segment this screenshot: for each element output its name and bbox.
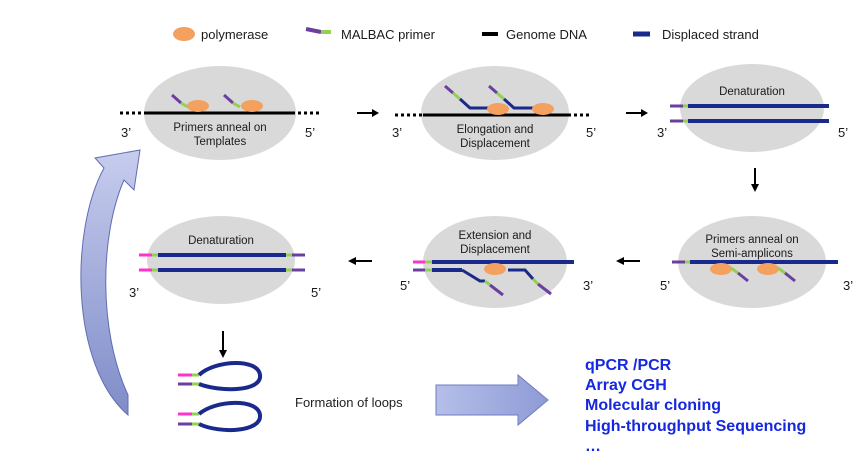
- step-2: Elongation and Displacement 3’ 5’: [392, 66, 596, 160]
- polymerase: [757, 263, 779, 275]
- flow-arrow-left: [348, 257, 372, 265]
- step-6: Denaturation 3’ 5’: [129, 216, 321, 304]
- step-2-label-line2: Displacement: [460, 138, 530, 150]
- end-label-right: 5’: [586, 125, 596, 140]
- end-label-right: 5’: [305, 125, 315, 140]
- step-6-oval: [147, 216, 295, 304]
- application-ellipsis: …: [585, 438, 601, 453]
- polymerase: [532, 103, 554, 115]
- step-3-title: Denaturation: [719, 86, 785, 98]
- applications-list: qPCR /PCR Array CGH Molecular cloning Hi…: [585, 357, 806, 453]
- primer-1: [171, 93, 189, 109]
- legend-primer-label: MALBAC primer: [341, 27, 436, 42]
- step-1-label-line2: Templates: [194, 136, 247, 148]
- flow-arrow-down: [219, 331, 227, 358]
- displaced-strand-1: [461, 268, 504, 297]
- primer-3: [730, 266, 749, 283]
- cycle-return-arrow: [80, 149, 141, 417]
- step-3: Denaturation 3’ 5’: [657, 64, 848, 152]
- primer-2: [223, 93, 241, 109]
- end-label-left: 3’: [392, 125, 402, 140]
- step-4-label-line2: Semi-amplicons: [711, 248, 793, 260]
- end-label-right: 5’: [311, 285, 321, 300]
- loops-label: Formation of loops: [295, 395, 403, 410]
- step-1-label-line1: Primers anneal on: [173, 122, 266, 134]
- end-label-left: 5’: [660, 278, 670, 293]
- end-label-left: 5’: [400, 278, 410, 293]
- legend-genome-label: Genome DNA: [506, 27, 587, 42]
- application-item: High-throughput Sequencing: [585, 418, 806, 435]
- loop-structures: [178, 361, 262, 433]
- output-block-arrow: [435, 373, 549, 427]
- flow-arrow-left: [616, 257, 640, 265]
- step-5-label-line2: Displacement: [460, 244, 530, 256]
- step-2-label-line1: Elongation and: [457, 124, 534, 136]
- flow-arrow-right: [357, 109, 379, 117]
- legend-primer-icon: [305, 27, 331, 34]
- polymerase: [241, 100, 263, 112]
- application-item: qPCR /PCR: [585, 357, 672, 374]
- displaced-primer-2: [488, 84, 540, 110]
- end-label-left: 3’: [129, 285, 139, 300]
- application-item: Molecular cloning: [585, 397, 721, 414]
- legend-polymerase-label: polymerase: [201, 27, 268, 42]
- end-label-right: 3’: [843, 278, 853, 293]
- displaced-strand-2: [508, 268, 552, 296]
- polymerase: [484, 263, 506, 275]
- polymerase: [187, 100, 209, 112]
- polymerase: [487, 103, 509, 115]
- flow-arrow-right: [626, 109, 648, 117]
- legend: polymerase MALBAC primer Genome DNA Disp…: [173, 27, 759, 42]
- end-label-right: 3’: [583, 278, 593, 293]
- step-6-title: Denaturation: [188, 235, 254, 247]
- application-item: Array CGH: [585, 377, 667, 394]
- flow-arrow-down: [751, 168, 759, 192]
- step-5-label-line1: Extension and: [459, 230, 532, 242]
- legend-displaced-label: Displaced strand: [662, 27, 759, 42]
- dna-loop: [178, 361, 262, 392]
- step-4: Primers anneal on Semi-amplicons 5’ 3’: [660, 216, 853, 308]
- primer-4: [777, 266, 796, 283]
- end-label-right: 5’: [838, 125, 848, 140]
- step-4-label-line1: Primers anneal on: [705, 234, 798, 246]
- end-label-left: 3’: [121, 125, 131, 140]
- step-5: Extension and Displacement 5’ 3’: [400, 216, 593, 308]
- legend-polymerase-icon: [173, 27, 195, 41]
- end-label-left: 3’: [657, 125, 667, 140]
- step-1: Primers anneal on Templates 3’ 5’: [120, 66, 322, 160]
- polymerase: [710, 263, 732, 275]
- dna-loop: [178, 400, 262, 433]
